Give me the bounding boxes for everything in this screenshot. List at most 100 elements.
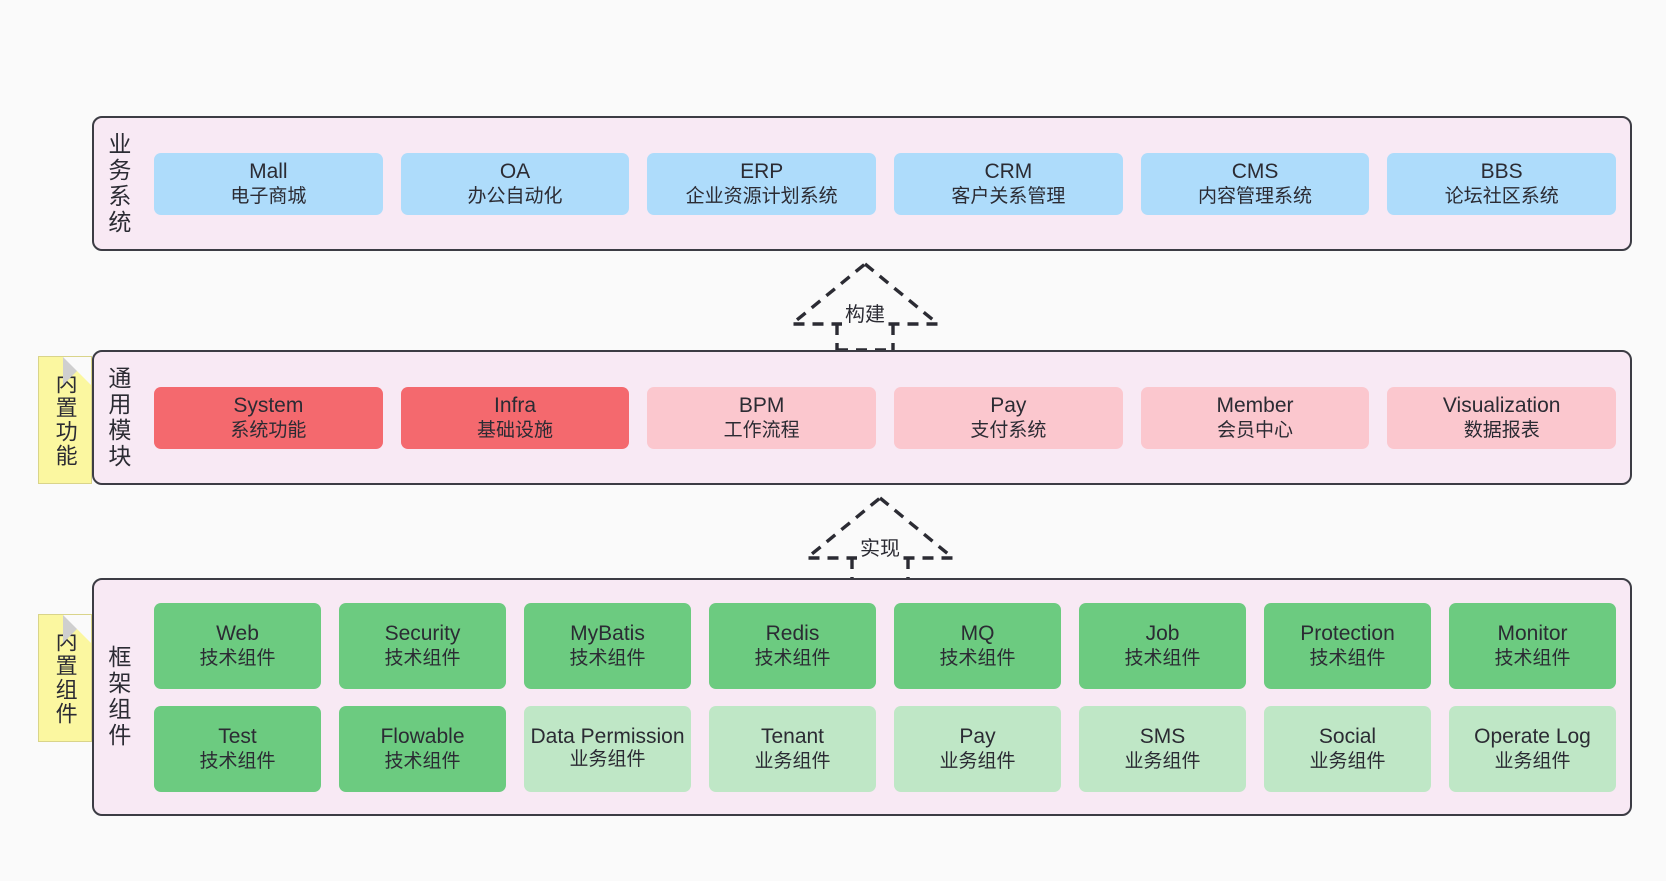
layer-common-module-label: 通用模块 (104, 365, 131, 470)
card-subtitle: 业务组件 (569, 748, 646, 770)
card-subtitle: 内容管理系统 (1198, 185, 1313, 207)
card-subtitle: 技术组件 (939, 647, 1016, 669)
card-monitor[interactable]: Monitor 技术组件 (1449, 602, 1616, 689)
connector-build: 构建 (787, 261, 943, 352)
hollow-triangle-head (787, 261, 943, 326)
card-subtitle: 技术组件 (384, 750, 461, 772)
card-row: System 系统功能 Infra 基础设施 BPM 工作流程 Pay 支付系统… (154, 386, 1617, 449)
card-web[interactable]: Web 技术组件 (154, 602, 321, 689)
card-cms[interactable]: CMS 内容管理系统 (1140, 152, 1370, 215)
card-subtitle: 系统功能 (230, 419, 307, 441)
card-title: CMS (1231, 159, 1279, 183)
card-oa[interactable]: OA 办公自动化 (400, 152, 630, 215)
card-title: Security (384, 621, 461, 645)
card-row: Test 技术组件 Flowable 技术组件 Data Permission … (154, 705, 1616, 792)
card-title: Tenant (760, 724, 825, 748)
card-member[interactable]: Member 会员中心 (1140, 386, 1370, 449)
card-subtitle: 业务组件 (1124, 750, 1201, 772)
card-title: Web (216, 621, 259, 645)
card-subtitle: 企业资源计划系统 (685, 185, 838, 207)
card-title: CRM (984, 159, 1033, 183)
note-builtin-function: 内置功能 (38, 356, 92, 484)
card-title: Flowable (380, 724, 465, 748)
card-title: Infra (493, 393, 537, 417)
card-title: Mall (249, 159, 288, 183)
card-subtitle: 工作流程 (723, 419, 800, 441)
card-subtitle: 技术组件 (199, 647, 276, 669)
card-title: MyBatis (570, 621, 645, 645)
layer-common-module: 通用模块 System 系统功能 Infra 基础设施 BPM 工作流程 Pay… (92, 350, 1632, 485)
note-label: 内置功能 (52, 372, 78, 468)
card-subtitle: 数据报表 (1463, 419, 1540, 441)
card-title: MQ (960, 621, 995, 645)
card-subtitle: 技术组件 (199, 750, 276, 772)
card-title: Pay (990, 393, 1027, 417)
card-subtitle: 技术组件 (1494, 647, 1571, 669)
card-title: BPM (738, 393, 785, 417)
card-title: Social (1318, 724, 1377, 748)
layer-framework-component-label: 框架组件 (104, 645, 131, 749)
card-subtitle: 技术组件 (384, 647, 461, 669)
card-mybatis[interactable]: MyBatis 技术组件 (524, 602, 691, 689)
card-mq[interactable]: MQ 技术组件 (894, 602, 1061, 689)
card-mall[interactable]: Mall 电子商城 (154, 152, 383, 215)
card-row: Mall 电子商城 OA 办公自动化 ERP 企业资源计划系统 CRM 客户关系… (154, 152, 1617, 215)
card-test[interactable]: Test 技术组件 (154, 705, 321, 792)
card-subtitle: 支付系统 (970, 419, 1047, 441)
card-subtitle: 业务组件 (939, 750, 1016, 772)
card-system[interactable]: System 系统功能 (154, 386, 383, 449)
card-social[interactable]: Social 业务组件 (1264, 705, 1431, 792)
layer-business-system-label: 业务系统 (104, 131, 131, 236)
card-title: Operate Log (1474, 724, 1591, 748)
note-builtin-component: 内置组件 (38, 614, 92, 742)
card-security[interactable]: Security 技术组件 (339, 602, 506, 689)
card-crm[interactable]: CRM 客户关系管理 (894, 152, 1123, 215)
card-operate-log[interactable]: Operate Log 业务组件 (1449, 705, 1616, 792)
card-visualization[interactable]: Visualization 数据报表 (1387, 386, 1617, 449)
card-data-permission[interactable]: Data Permission 业务组件 (524, 705, 691, 792)
card-tenant[interactable]: Tenant 业务组件 (709, 705, 876, 792)
connector-implement: 实现 (802, 495, 958, 586)
card-subtitle: 业务组件 (754, 750, 831, 772)
card-subtitle: 基础设施 (477, 419, 554, 441)
card-erp[interactable]: ERP 企业资源计划系统 (647, 152, 877, 215)
connector-build-label: 构建 (842, 298, 888, 327)
card-title: Member (1216, 393, 1294, 417)
card-title: Data Permission (530, 724, 685, 748)
card-infra[interactable]: Infra 基础设施 (400, 386, 630, 449)
card-protection[interactable]: Protection 技术组件 (1264, 602, 1431, 689)
card-redis[interactable]: Redis 技术组件 (709, 602, 876, 689)
card-pay-business[interactable]: Pay 业务组件 (894, 705, 1061, 792)
card-subtitle: 技术组件 (754, 647, 831, 669)
card-title: System (233, 393, 304, 417)
card-title: SMS (1139, 724, 1186, 748)
card-subtitle: 技术组件 (1309, 647, 1386, 669)
card-subtitle: 技术组件 (1124, 647, 1201, 669)
card-title: OA (499, 159, 531, 183)
card-title: Protection (1300, 621, 1395, 645)
layer-common-module-body: System 系统功能 Infra 基础设施 BPM 工作流程 Pay 支付系统… (140, 352, 1630, 483)
card-title: Test (218, 724, 257, 748)
card-subtitle: 技术组件 (569, 647, 646, 669)
card-title: Redis (765, 621, 820, 645)
card-flowable[interactable]: Flowable 技术组件 (339, 705, 506, 792)
card-subtitle: 业务组件 (1494, 750, 1571, 772)
card-title: ERP (740, 159, 784, 183)
layer-business-system: 业务系统 Mall 电子商城 OA 办公自动化 ERP 企业资源计划系统 CRM… (92, 116, 1632, 251)
card-subtitle: 电子商城 (230, 185, 307, 207)
card-bbs[interactable]: BBS 论坛社区系统 (1387, 152, 1617, 215)
card-pay[interactable]: Pay 支付系统 (894, 386, 1123, 449)
card-title: Monitor (1497, 621, 1568, 645)
card-title: BBS (1480, 159, 1523, 183)
connector-implement-label: 实现 (857, 532, 903, 561)
hollow-triangle-head (802, 495, 958, 560)
note-label: 内置组件 (52, 630, 78, 726)
card-bpm[interactable]: BPM 工作流程 (647, 386, 877, 449)
card-subtitle: 论坛社区系统 (1444, 185, 1559, 207)
card-subtitle: 业务组件 (1309, 750, 1386, 772)
card-sms[interactable]: SMS 业务组件 (1079, 705, 1246, 792)
card-job[interactable]: Job 技术组件 (1079, 602, 1246, 689)
card-title: Pay (959, 724, 996, 748)
card-title: Visualization (1442, 393, 1561, 417)
